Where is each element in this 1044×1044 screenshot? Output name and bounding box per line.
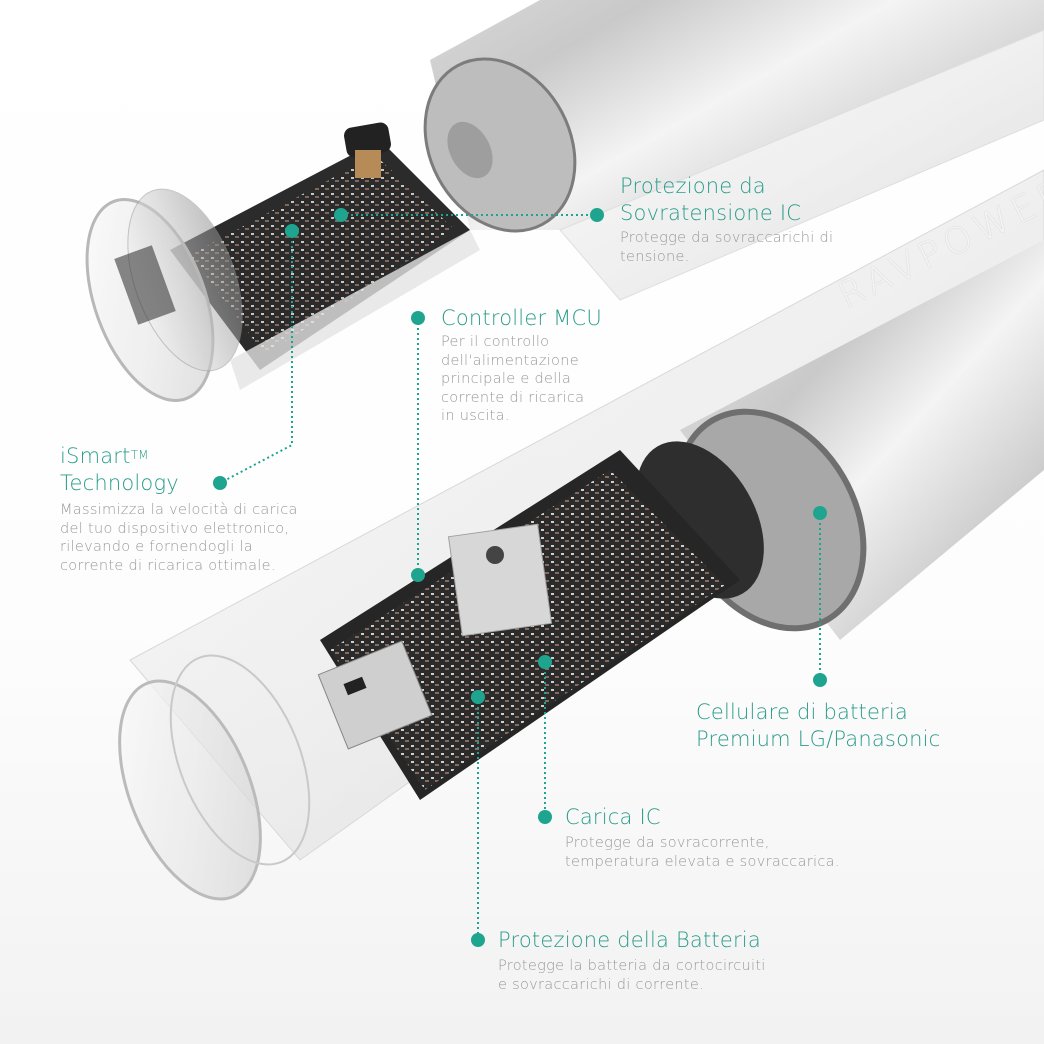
callout-desc: Per il controllo	[441, 334, 550, 350]
leader-lines	[219, 214, 821, 940]
marker-dot-battery-protection-board	[471, 690, 485, 704]
marker-dot-mcu-label	[411, 311, 425, 325]
marker-dot-charge-ic-label	[538, 810, 552, 824]
callout-title: Cellulare di batteria	[696, 700, 908, 724]
marker-dot-ismart-board	[285, 224, 299, 238]
leader-ismart	[219, 231, 293, 484]
callout-title: Protezione della Batteria	[498, 928, 761, 952]
callout-desc: in uscita.	[441, 408, 510, 424]
marker-dot-mcu-board	[411, 568, 425, 582]
marker-dot-battery-cell	[813, 506, 827, 520]
callout-desc: Massimizza la velocità di carica	[60, 502, 298, 518]
callout-desc: dell'alimentazione	[441, 352, 579, 369]
callout-desc: principale e della	[441, 371, 572, 387]
callout-title: Technology	[60, 471, 179, 495]
callout-desc: e sovraccarichi di corrente.	[498, 976, 705, 993]
callout-title: Premium LG/Panasonic	[696, 727, 941, 751]
callout-title: Protezione da	[620, 174, 766, 198]
callout-title: Controller MCU	[441, 306, 602, 330]
callout-ismart: iSmartTM Technology Massimizza la veloci…	[60, 443, 298, 575]
marker-dot-charge-ic-board	[538, 655, 552, 669]
top-device	[85, 0, 1044, 402]
marker-dot-overvoltage-board	[334, 208, 348, 222]
trademark-mark: TM	[130, 448, 149, 462]
callout-desc: corrente di ricarica ottimale.	[60, 557, 276, 574]
callout-battery-cell: Cellulare di batteria Premium LG/Panason…	[696, 699, 940, 753]
callout-desc: corrente di ricarica	[441, 389, 585, 406]
callout-battery-protection: Protezione della Batteria Protegge la ba…	[498, 927, 766, 994]
marker-dot-overvoltage-label	[590, 208, 604, 222]
callout-title: Carica IC	[565, 805, 661, 829]
callout-desc: temperatura elevata e sovraccarica.	[565, 853, 840, 870]
callout-desc: Protegge la batteria da cortocircuiti	[498, 958, 766, 974]
callout-desc: del tuo dispositivo elettronico,	[60, 520, 290, 537]
callout-title-text: iSmart	[60, 444, 131, 468]
bottom-device	[118, 169, 1044, 901]
marker-dot-battery-protection-label	[471, 933, 485, 947]
marker-dot-battery-cell-label	[813, 673, 827, 687]
marker-dot-ismart-label	[213, 476, 227, 490]
callout-overvoltage: Protezione da Sovratensione IC Protegge …	[620, 173, 833, 266]
callout-desc: Protegge da sovraccarichi di	[620, 230, 834, 246]
callout-desc: Protegge da sovracorrente,	[565, 835, 770, 851]
callout-charge-ic: Carica IC Protegge da sovracorrente, tem…	[565, 804, 840, 871]
callout-title: iSmartTM	[60, 443, 298, 470]
callout-desc: tensione.	[620, 248, 690, 265]
callout-desc: rilevando e fornendogli la	[60, 539, 253, 555]
callout-title: Sovratensione IC	[620, 201, 802, 225]
callout-mcu: Controller MCU Per il controllo dell'ali…	[441, 305, 602, 426]
